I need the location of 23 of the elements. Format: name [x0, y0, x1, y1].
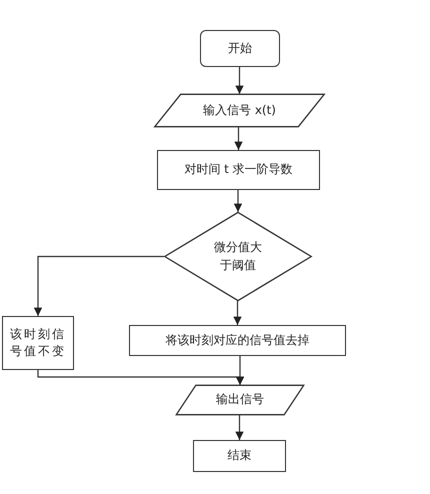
node-text: 对时间 t 求一阶导数 [184, 161, 293, 178]
arrow [234, 190, 242, 212]
node-text: 输出信号 [216, 391, 264, 408]
node-text: 该时刻信号值不变 [9, 326, 67, 360]
arrow [236, 356, 244, 385]
process-box [157, 150, 320, 190]
start-terminal [200, 30, 280, 67]
input-parallelogram [153, 94, 326, 127]
node-text: 开始 [228, 40, 252, 57]
arrow [233, 301, 242, 325]
node-text: 将该时刻对应的信号值去掉 [166, 332, 310, 349]
node-text: 输入信号 x(t) [203, 102, 276, 119]
node-text: 微分值大于阈值 [213, 239, 263, 274]
arrow [235, 67, 244, 94]
process-box [129, 325, 346, 356]
arrow [235, 415, 244, 440]
end-box [193, 440, 286, 472]
arrow [234, 127, 243, 150]
node-text: 结束 [228, 447, 252, 464]
arrow [34, 256, 164, 316]
output-parallelogram [175, 385, 305, 415]
decision-diamond [164, 212, 312, 301]
process-box [2, 316, 74, 370]
